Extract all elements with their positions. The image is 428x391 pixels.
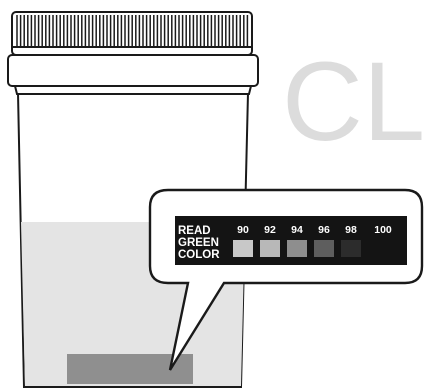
color-swatch-100 xyxy=(373,240,393,257)
scale-value-100: 100 xyxy=(374,224,392,236)
color-swatch-92 xyxy=(260,240,280,257)
chart-label-green: GREEN xyxy=(178,237,219,249)
color-swatch-96 xyxy=(314,240,334,257)
color-reading-chart: READ GREEN COLOR 90 92 94 96 98 100 xyxy=(175,216,407,265)
lid-collar xyxy=(8,55,258,86)
color-swatch-90 xyxy=(233,240,253,257)
chart-label-read: READ xyxy=(178,225,211,237)
watermark-text: CL xyxy=(282,39,425,164)
cup-rim xyxy=(15,86,251,94)
color-swatch-94 xyxy=(287,240,307,257)
scale-value-98: 98 xyxy=(345,224,357,236)
scale-value-94: 94 xyxy=(291,224,303,236)
scale-value-96: 96 xyxy=(318,224,330,236)
chart-label-color: COLOR xyxy=(178,249,220,261)
scale-value-90: 90 xyxy=(237,224,249,236)
scale-value-92: 92 xyxy=(264,224,276,236)
color-swatch-98 xyxy=(341,240,361,257)
